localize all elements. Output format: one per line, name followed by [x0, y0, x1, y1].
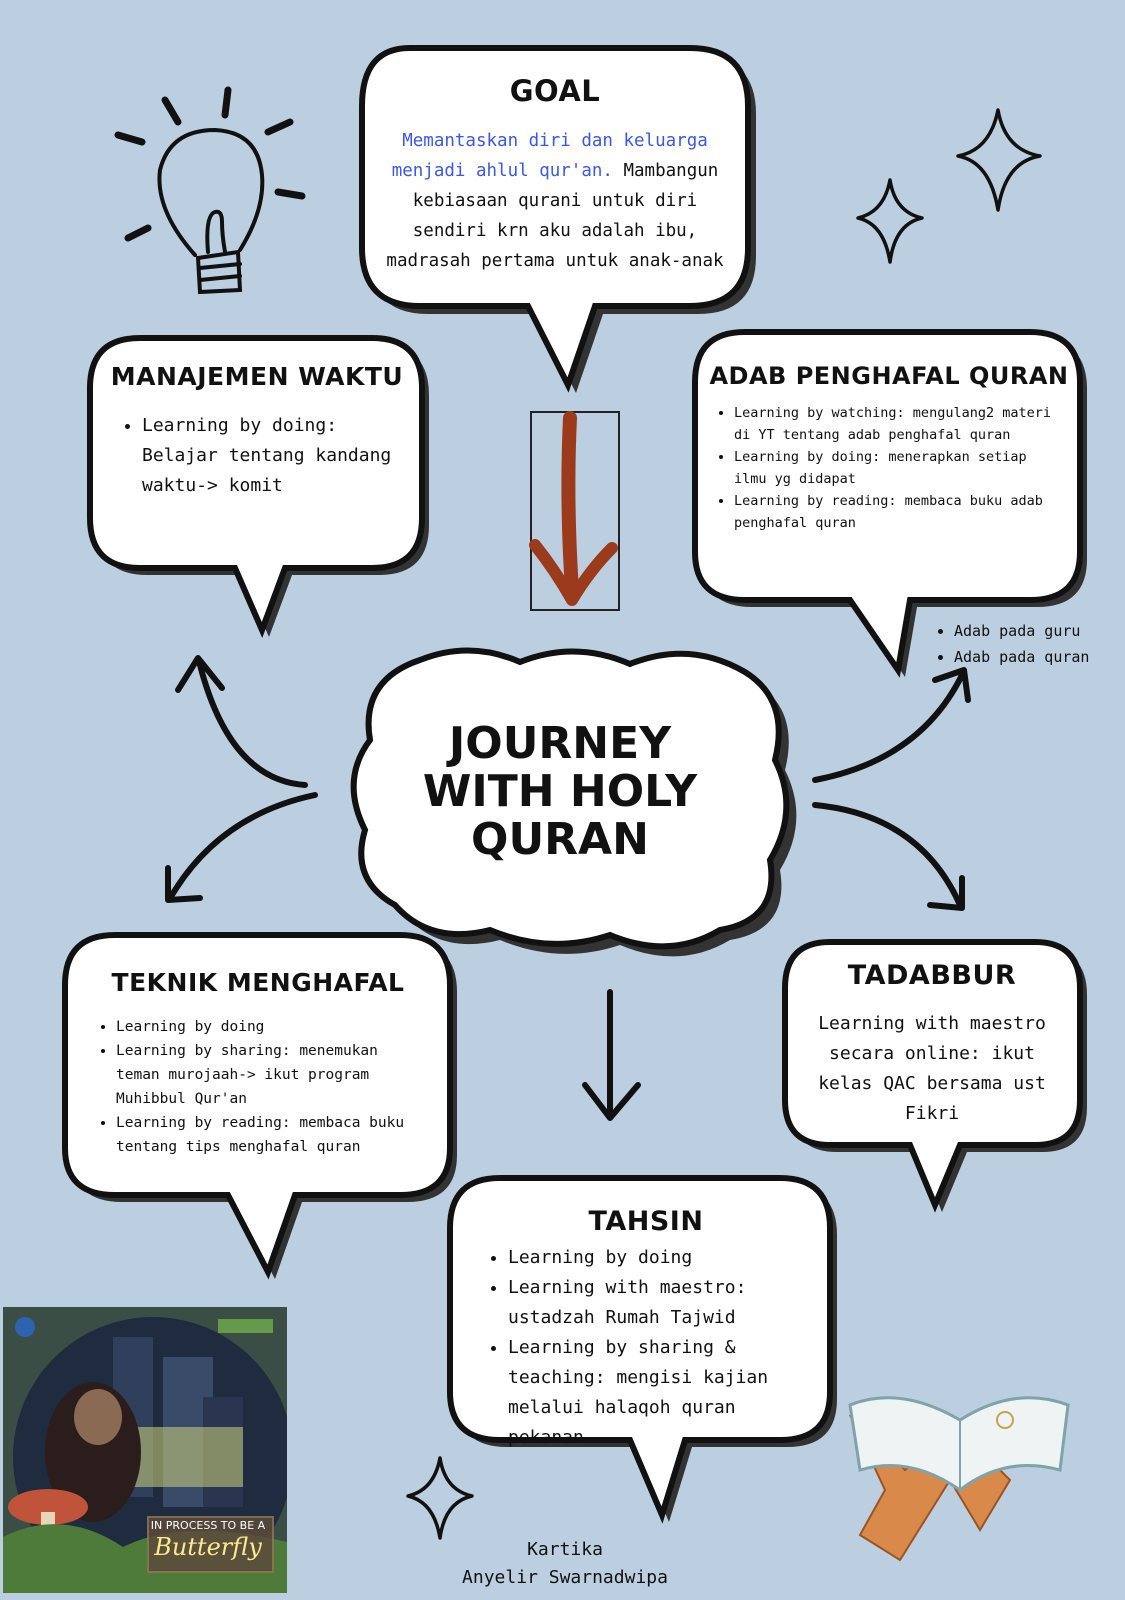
adab-list: Learning by watching: mengulang2 materi …	[704, 402, 1074, 534]
list-item: Learning by doing	[508, 1243, 816, 1273]
quran-stand-icon	[848, 1396, 1070, 1562]
tadabbur-bubble-shape	[782, 939, 1087, 1213]
list-item: Learning by reading: membaca buku adab p…	[734, 490, 1064, 534]
manajemen-list: Learning by doing: Belajar tentang kanda…	[96, 411, 418, 501]
center-title: JOURNEY WITH HOLY QURAN	[380, 720, 740, 864]
goal-arrow	[529, 411, 620, 611]
list-item: Learning by reading: membaca buku tentan…	[116, 1111, 430, 1159]
photo-illustration	[3, 1307, 287, 1593]
tahsin-bubble-shape	[447, 1175, 837, 1524]
connector-arrows	[165, 655, 971, 1121]
list-item: Adab pada quran	[954, 644, 1089, 670]
goal-title: GOAL	[509, 74, 601, 108]
goal-bubble: GOAL Memantaskan diri dan keluarga menja…	[380, 74, 730, 276]
list-item: Learning by watching: mengulang2 materi …	[734, 402, 1064, 446]
sparkle-icons	[406, 108, 1042, 1540]
adab-bubble-shape	[692, 329, 1087, 678]
teknik-list: Learning by doing Learning by sharing: m…	[72, 1015, 444, 1159]
list-item: Adab pada guru	[954, 618, 1089, 644]
tadabbur-text: Learning with maestro secara online: iku…	[818, 1013, 1046, 1124]
manajemen-bubble: MANAJEMEN WAKTU Learning by doing: Belaj…	[96, 362, 418, 501]
author-credit: Kartika Anyelir Swarnadwipa	[430, 1536, 700, 1592]
goal-bubble-shape	[359, 45, 756, 393]
credit-line-2: Anyelir Swarnadwipa	[462, 1567, 668, 1588]
goal-highlight: Memantaskan diri dan keluarga menjadi ah…	[391, 131, 708, 181]
lightbulb-icon	[114, 86, 306, 295]
adab-sub-list: Adab pada guru Adab pada quran	[932, 618, 1089, 670]
teknik-bubble: TEKNIK MENGHAFAL Learning by doing Learn…	[72, 968, 444, 1159]
list-item: Learning by sharing: menemukan teman mur…	[116, 1039, 430, 1111]
center-cloud-shape	[350, 647, 797, 957]
teknik-bubble-shape	[62, 932, 457, 1280]
adab-bubble: ADAB PENGHAFAL QURAN Learning by watchin…	[704, 362, 1074, 534]
center-line: JOURNEY	[448, 718, 672, 769]
teknik-title: TEKNIK MENGHAFAL	[111, 968, 405, 997]
tahsin-list: Learning by doing Learning with maestro:…	[470, 1243, 822, 1453]
list-item: Learning by doing	[116, 1015, 430, 1039]
list-item: Learning with maestro: ustadzah Rumah Ta…	[508, 1273, 816, 1333]
manajemen-bubble-shape	[87, 335, 429, 639]
goal-text: Memantaskan diri dan keluarga menjadi ah…	[380, 126, 730, 276]
credit-line-1: Kartika	[527, 1539, 603, 1560]
goal-body: Mambangun kebiasaan qurani untuk diri se…	[386, 161, 724, 271]
profile-photo: IN PROCESS TO BE A Butterfly	[3, 1307, 287, 1593]
list-item: Learning by sharing & teaching: mengisi …	[508, 1333, 816, 1453]
tahsin-title: TAHSIN	[588, 1206, 704, 1237]
tadabbur-title: TADABBUR	[847, 960, 1017, 991]
tadabbur-bubble: TADABBUR Learning with maestro secara on…	[800, 960, 1064, 1129]
tahsin-bubble: TAHSIN Learning by doing Learning with m…	[470, 1206, 822, 1453]
center-line: QURAN	[471, 814, 649, 865]
photo-caption: IN PROCESS TO BE A	[150, 1519, 266, 1532]
manajemen-title: MANAJEMEN WAKTU	[110, 362, 404, 391]
photo-script: Butterfly	[154, 1533, 262, 1561]
list-item: Learning by doing: menerapkan setiap ilm…	[734, 446, 1064, 490]
center-line: WITH HOLY	[422, 766, 698, 817]
adab-title: ADAB PENGHAFAL QURAN	[709, 362, 1069, 390]
list-item: Learning by doing: Belajar tentang kanda…	[142, 411, 392, 501]
